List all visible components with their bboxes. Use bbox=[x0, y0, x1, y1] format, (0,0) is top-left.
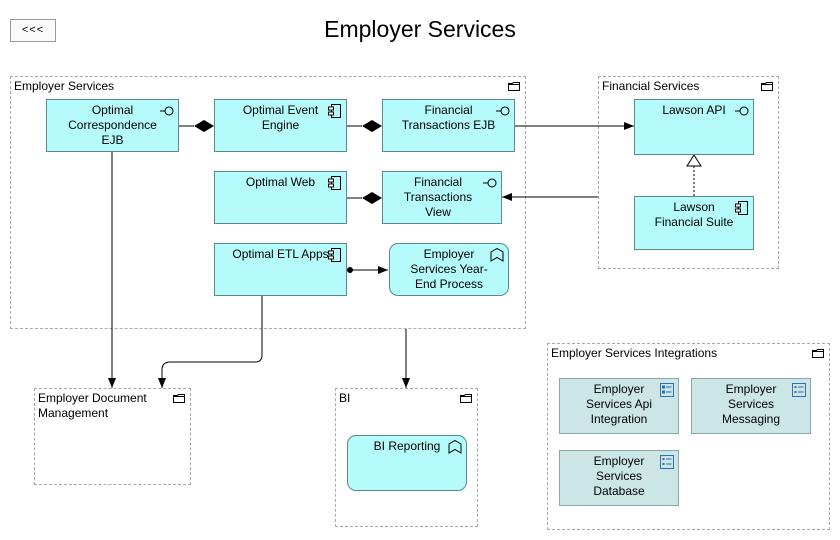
node-bi-reporting[interactable]: BI Reporting bbox=[347, 435, 467, 491]
node-year-end-process[interactable]: Employer Services Year-End Process bbox=[389, 243, 509, 296]
folder-icon bbox=[460, 394, 472, 403]
data-object-icon bbox=[792, 383, 806, 397]
group-employer-services[interactable]: Employer Services bbox=[10, 76, 526, 329]
node-api-integration[interactable]: Employer Services Api Integration bbox=[559, 378, 679, 434]
node-lawson-api[interactable]: Lawson API bbox=[634, 99, 754, 155]
group-label: Employer Services bbox=[14, 79, 115, 93]
component-icon bbox=[328, 104, 341, 118]
process-icon bbox=[448, 440, 462, 454]
interface-icon bbox=[735, 106, 749, 116]
interface-icon bbox=[483, 178, 497, 188]
group-label: Employer Document Management bbox=[38, 391, 147, 420]
component-icon bbox=[735, 201, 748, 215]
group-label: Financial Services bbox=[602, 79, 700, 93]
node-optimal-etl-apps[interactable]: Optimal ETL Apps bbox=[214, 243, 347, 296]
node-optimal-web[interactable]: Optimal Web bbox=[214, 171, 347, 224]
node-label: Employer Services Year-End Process bbox=[410, 247, 488, 291]
node-label: Employer Services Database bbox=[593, 454, 645, 498]
node-financial-transactions-view[interactable]: Financial Transactions View bbox=[382, 171, 502, 224]
node-optimal-event-engine[interactable]: Optimal Event Engine bbox=[214, 99, 347, 152]
node-financial-transactions-ejb[interactable]: Financial Transactions EJB bbox=[382, 99, 515, 152]
folder-icon bbox=[761, 82, 773, 91]
node-label: Optimal Web bbox=[245, 175, 316, 189]
process-icon bbox=[490, 248, 504, 262]
node-label: Lawson Financial Suite bbox=[654, 200, 734, 229]
node-database[interactable]: Employer Services Database bbox=[559, 450, 679, 506]
node-lawson-financial-suite[interactable]: Lawson Financial Suite bbox=[634, 196, 754, 250]
node-label: Optimal Event Engine bbox=[242, 103, 319, 132]
component-icon bbox=[328, 248, 341, 262]
back-button[interactable]: <<< bbox=[10, 19, 56, 42]
node-label: Financial Transactions EJB bbox=[401, 103, 496, 132]
interface-icon bbox=[496, 106, 510, 116]
group-financial-services[interactable]: Financial Services bbox=[598, 76, 779, 269]
group-bi[interactable]: BI bbox=[335, 388, 478, 527]
node-label: Financial Transactions View bbox=[403, 175, 473, 219]
group-label: Employer Services Integrations bbox=[551, 346, 718, 360]
data-object-icon bbox=[660, 455, 674, 469]
group-label: BI bbox=[339, 391, 351, 405]
folder-icon bbox=[812, 349, 824, 358]
node-optimal-correspondence-ejb[interactable]: Optimal Correspondence EJB bbox=[46, 99, 179, 152]
folder-icon bbox=[173, 394, 185, 403]
data-object-icon bbox=[660, 383, 674, 397]
node-messaging[interactable]: Employer Services Messaging bbox=[691, 378, 811, 434]
node-label: Optimal ETL Apps bbox=[232, 247, 329, 261]
node-label: Optimal Correspondence EJB bbox=[68, 103, 157, 147]
folder-icon bbox=[508, 82, 520, 91]
group-integrations[interactable]: Employer Services Integrations bbox=[547, 343, 830, 530]
node-label: BI Reporting bbox=[373, 439, 441, 453]
node-label: Employer Services Messaging bbox=[721, 382, 781, 426]
page-title: Employer Services bbox=[324, 16, 516, 42]
node-label: Employer Services Api Integration bbox=[585, 382, 653, 426]
node-label: Lawson API bbox=[662, 103, 726, 117]
component-icon bbox=[328, 176, 341, 190]
interface-icon bbox=[160, 106, 174, 116]
group-document-management[interactable]: Employer Document Management bbox=[34, 388, 191, 485]
